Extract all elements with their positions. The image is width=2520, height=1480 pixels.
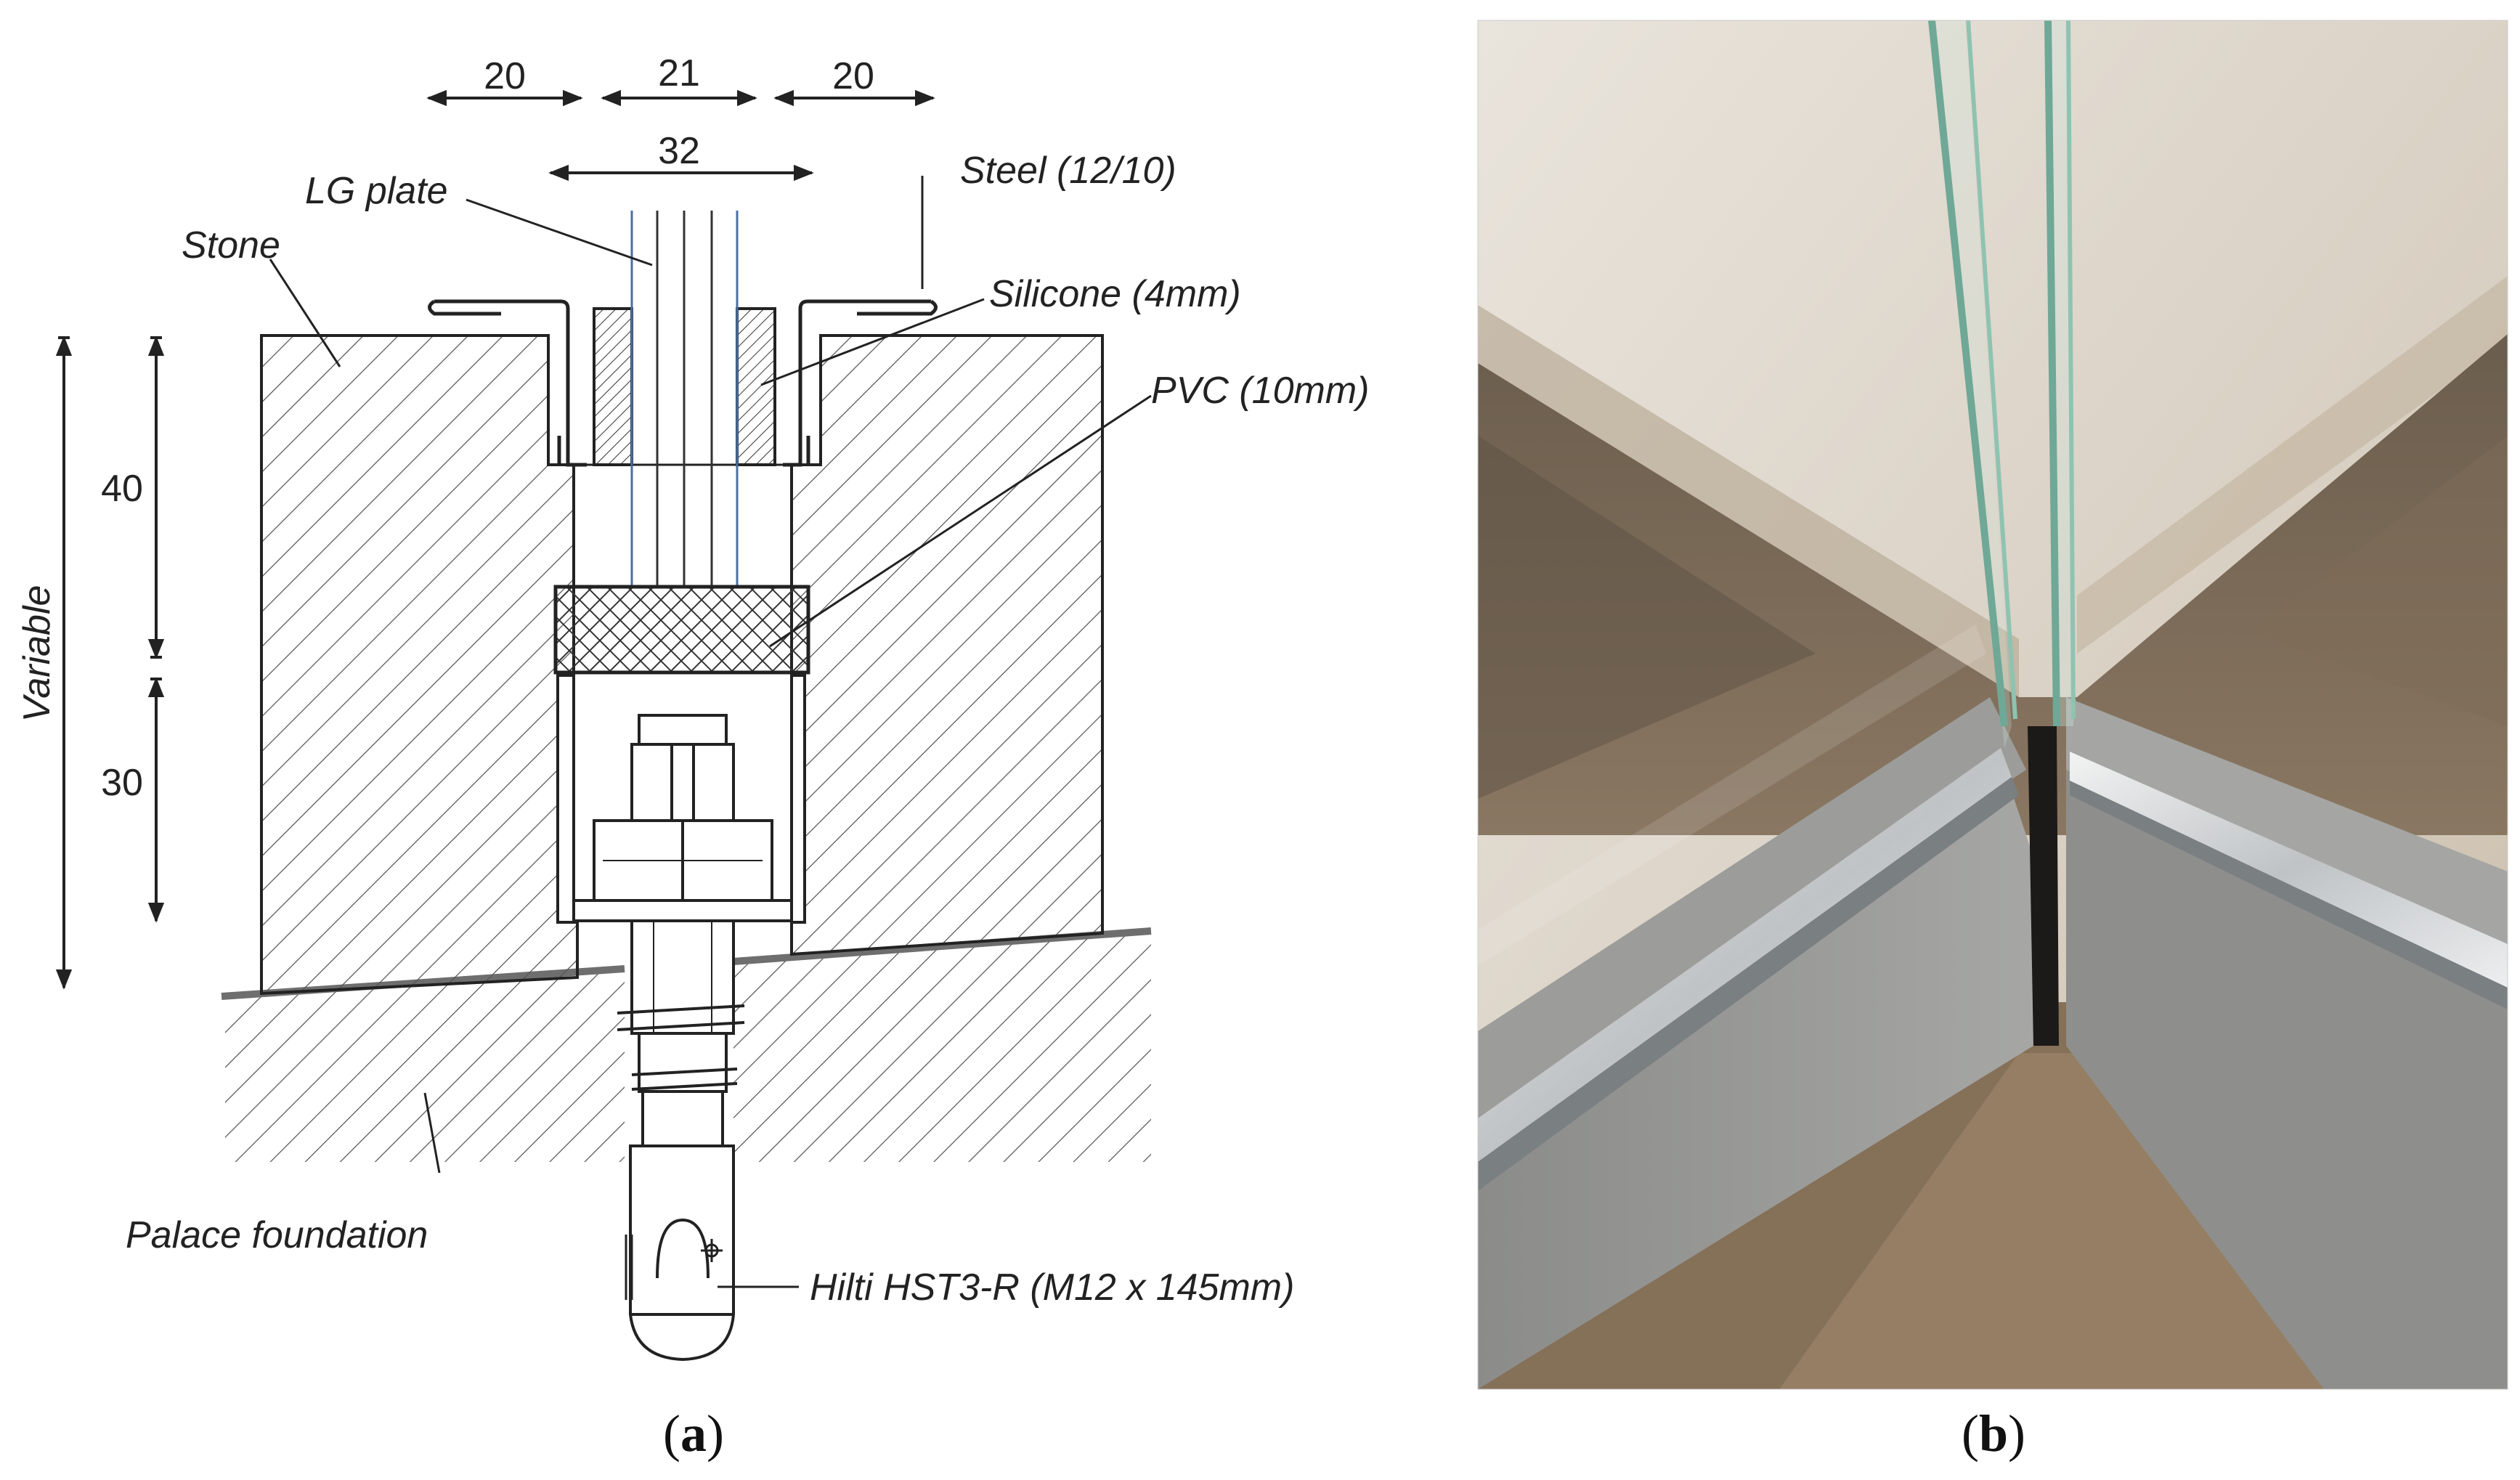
panel-b-photo: (b) [1477,20,2508,1463]
caption-a: (a) [663,1404,724,1463]
dim-variable: Variable [16,585,58,723]
dim-top-middle: 21 [658,52,700,94]
silicone-left [593,307,633,466]
label-lg-plate: LG plate [305,170,448,212]
label-pvc: PVC (10mm) [1151,370,1369,412]
stone-blocks [260,334,1104,996]
caption-b: (b) [1962,1404,2025,1463]
leader-lines [269,176,1152,1288]
dimension-lines [55,89,935,990]
panel-a-drawing: 20 21 20 32 40 30 Variable LG plate Ston… [16,52,1369,1463]
dim-depth-lower: 30 [101,762,143,804]
dim-depth-upper: 40 [101,468,143,510]
lg-plate [630,211,739,587]
label-stone: Stone [182,224,280,267]
label-anchor: Hilti HST3-R (M12 x 145mm) [810,1266,1294,1309]
label-steel: Steel (12/10) [960,150,1176,192]
label-foundation: Palace foundation [126,1214,428,1256]
label-silicone: Silicone (4mm) [989,273,1241,315]
anchor-bolt [572,714,793,1362]
foundation [221,927,1152,1162]
dim-top-left: 20 [484,55,526,97]
dim-top-right: 20 [832,55,874,97]
pvc-block [553,585,810,675]
silicone-right [736,307,776,466]
dim-gap: 32 [658,130,700,172]
